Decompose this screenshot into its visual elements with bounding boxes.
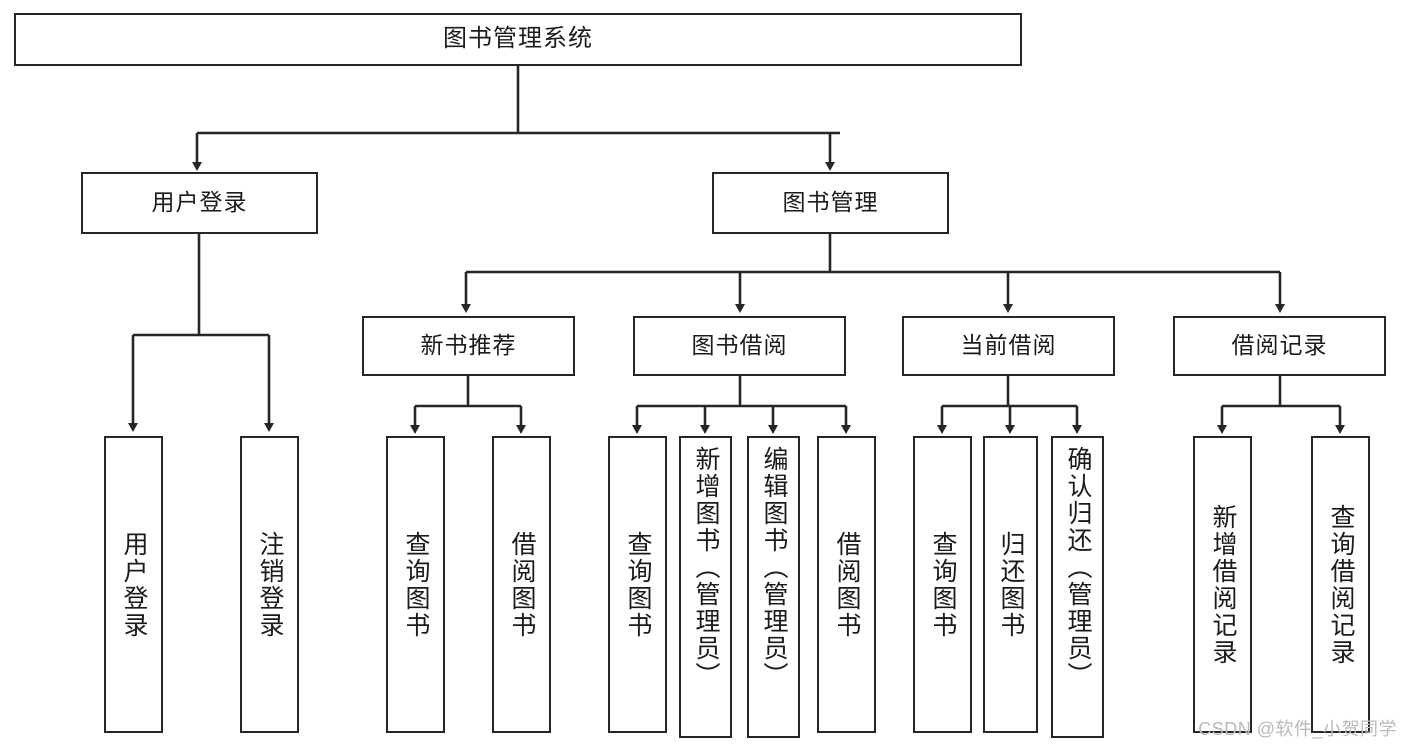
node-label: 查询图书 [929, 530, 957, 639]
node-book-borrowing[interactable]: 图书借阅 [633, 316, 846, 376]
node-label: 新书推荐 [420, 332, 517, 359]
node-label: 借阅图书 [508, 530, 536, 639]
node-label: 查询图书 [624, 530, 652, 639]
node-borrowing-record[interactable]: 借阅记录 [1173, 316, 1386, 376]
leaf-borrow-book[interactable]: 借阅图书 [817, 436, 876, 733]
leaf-query-book-borrow[interactable]: 查询图书 [608, 436, 667, 733]
node-label: 查询借阅记录 [1327, 503, 1355, 666]
node-new-book-recommendation[interactable]: 新书推荐 [362, 316, 575, 376]
node-label: 借阅记录 [1231, 332, 1328, 359]
node-label: 当前借阅 [960, 332, 1057, 359]
node-label: 用户登录 [120, 530, 148, 639]
leaf-logout[interactable]: 注销登录 [240, 436, 299, 733]
leaf-confirm-return-admin[interactable]: 确认归还（管理员） [1051, 436, 1104, 738]
leaf-edit-book-admin[interactable]: 编辑图书（管理员） [747, 436, 800, 738]
leaf-borrow-book-new[interactable]: 借阅图书 [492, 436, 551, 733]
leaf-query-book-current[interactable]: 查询图书 [913, 436, 972, 733]
leaf-query-book-new[interactable]: 查询图书 [386, 436, 445, 733]
node-root-book-management-system[interactable]: 图书管理系统 [14, 13, 1022, 66]
node-label: 查询图书 [402, 530, 430, 639]
leaf-add-borrow-record[interactable]: 新增借阅记录 [1193, 436, 1252, 733]
node-label: 图书管理系统 [443, 25, 593, 53]
node-book-management[interactable]: 图书管理 [712, 172, 949, 234]
node-label: 归还图书 [997, 530, 1025, 639]
node-label: 图书管理 [782, 189, 879, 216]
leaf-user-login[interactable]: 用户登录 [104, 436, 163, 733]
node-label: 编辑图书（管理员） [760, 446, 788, 689]
node-label: 确认归还（管理员） [1064, 446, 1092, 689]
watermark: CSDN @软件_小贺同学 [1198, 719, 1397, 739]
leaf-add-book-admin[interactable]: 新增图书（管理员） [679, 436, 732, 738]
node-current-borrowing[interactable]: 当前借阅 [902, 316, 1115, 376]
node-label: 注销登录 [256, 530, 284, 639]
leaf-return-book[interactable]: 归还图书 [983, 436, 1038, 733]
leaf-query-borrow-record[interactable]: 查询借阅记录 [1311, 436, 1370, 733]
node-label: 借阅图书 [833, 530, 861, 639]
node-label: 新增图书（管理员） [692, 446, 720, 689]
node-label: 新增借阅记录 [1209, 503, 1237, 666]
node-user-login[interactable]: 用户登录 [81, 172, 318, 234]
node-label: 用户登录 [151, 189, 248, 216]
node-label: 图书借阅 [691, 332, 788, 359]
